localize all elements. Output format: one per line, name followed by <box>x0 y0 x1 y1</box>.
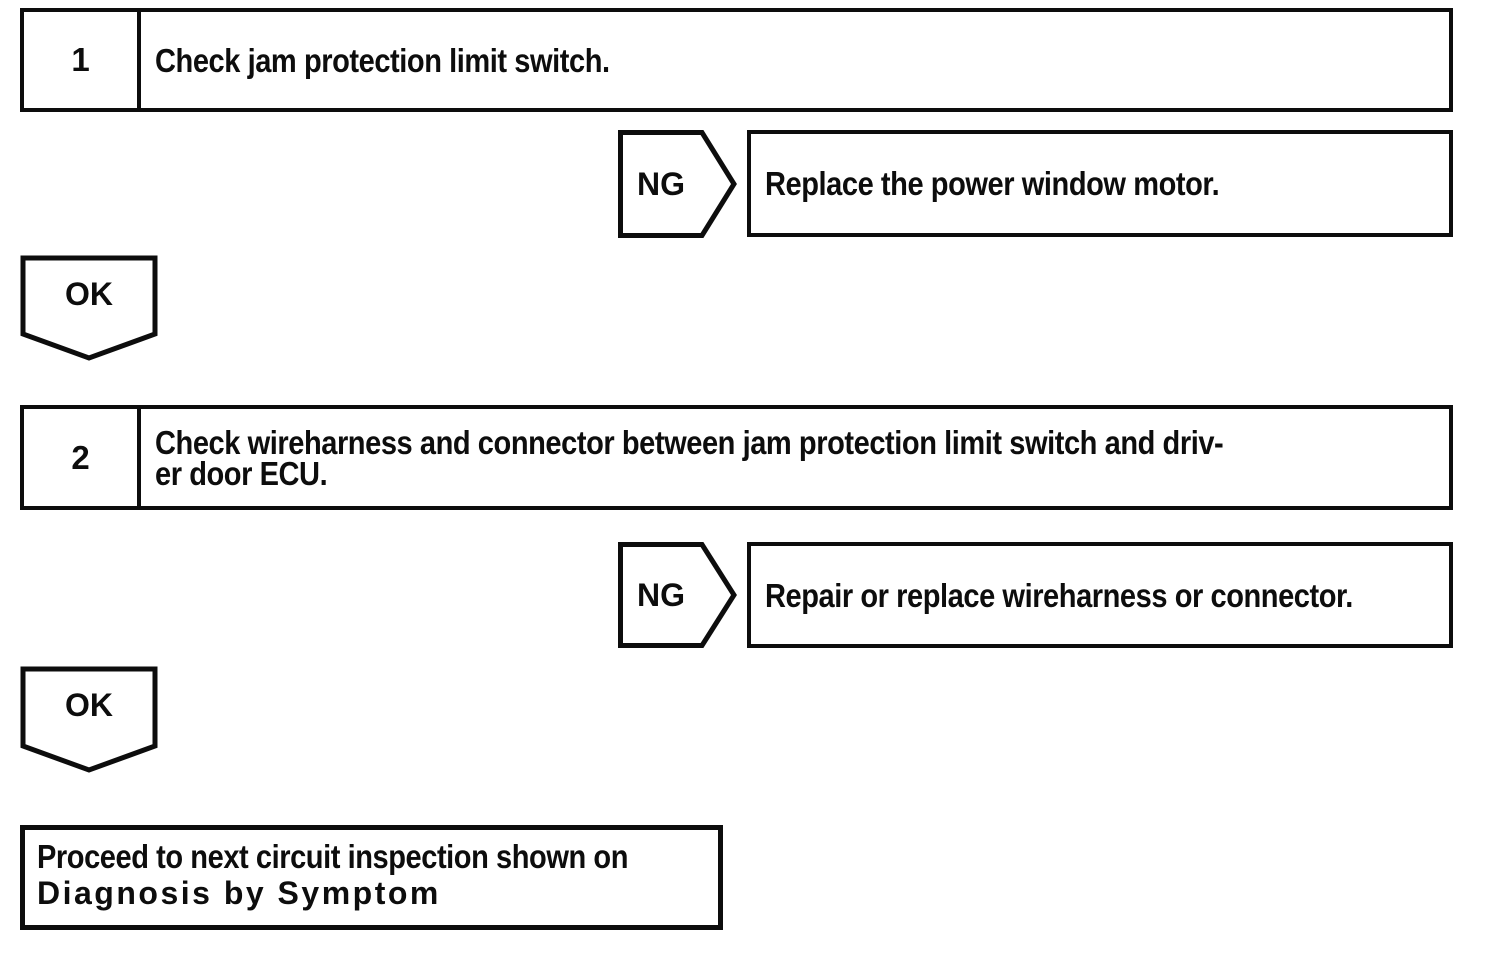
step-1-box: 1 Check jam protection limit switch. <box>20 8 1453 112</box>
step-1-instruction: Check jam protection limit switch. <box>141 12 1449 108</box>
result-line-2: Diagnosis by Symptom <box>37 875 441 911</box>
ok-arrow-1: OK <box>20 255 158 361</box>
ng-action-box-1: Replace the power window motor. <box>747 130 1453 237</box>
ng-action-box-2: Repair or replace wireharness or connect… <box>747 542 1453 648</box>
ng-arrow-2: NG <box>618 542 737 648</box>
step-2-instruction: Check wireharness and connector between … <box>141 409 1449 506</box>
ok-arrow-shape-icon <box>20 255 158 361</box>
step-1-instruction-line: Check jam protection limit switch. <box>155 41 610 79</box>
step-2-instruction-line-1: Check wireharness and connector between … <box>155 423 1224 461</box>
ng-action-text-1: Replace the power window motor. <box>765 165 1220 202</box>
ok-arrow-2: OK <box>20 666 158 773</box>
ok-label-2: OK <box>65 686 113 723</box>
step-2-number: 2 <box>24 409 141 506</box>
ok-label-1: OK <box>65 275 113 312</box>
step-2-instruction-line-2: er door ECU. <box>155 454 328 492</box>
ng-label-1: NG <box>637 165 685 202</box>
result-box: Proceed to next circuit inspection shown… <box>20 825 723 930</box>
step-1-number: 1 <box>24 12 141 108</box>
ng-action-text-2: Repair or replace wireharness or connect… <box>765 576 1353 614</box>
ok-arrow-shape-icon <box>20 666 158 773</box>
result-line-1: Proceed to next circuit inspection shown… <box>37 838 629 875</box>
step-2-box: 2 Check wireharness and connector betwee… <box>20 405 1453 510</box>
ng-arrow-shape-icon <box>618 542 737 648</box>
ng-arrow-shape-icon <box>618 130 737 238</box>
ng-arrow-1: NG <box>618 130 737 238</box>
ng-label-2: NG <box>637 576 685 613</box>
